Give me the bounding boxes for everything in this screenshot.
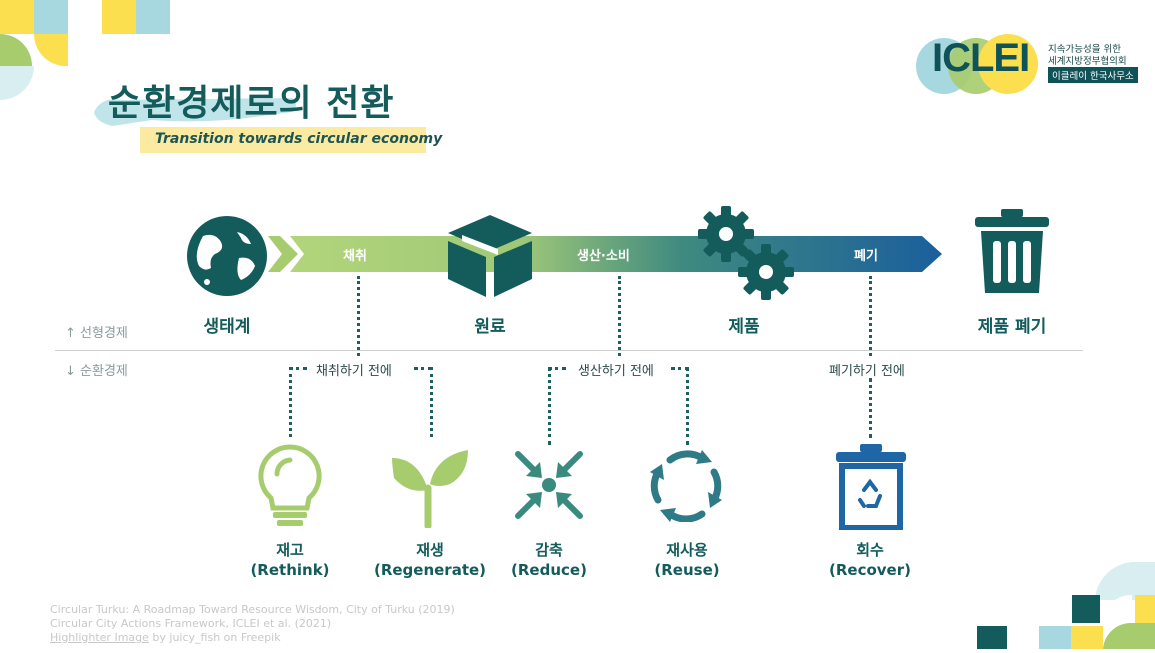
- gears-icon: [696, 204, 800, 304]
- page-title: 순환경제로의 전환: [108, 83, 395, 124]
- subtitle-highlight: [140, 127, 426, 153]
- arrow-chevron: [268, 236, 298, 272]
- strategy-reduce-en: (Reduce): [511, 561, 587, 579]
- recycle-bin-icon: [834, 442, 908, 531]
- branch-reuse-h: [671, 367, 689, 370]
- logo-tagline-2: 세계지방정부협의회: [1048, 56, 1127, 67]
- node-product: 제품: [728, 317, 760, 337]
- connector-disposal: [869, 276, 872, 356]
- branch-regenerate-v: [430, 367, 433, 437]
- strategy-regenerate-ko: 재생: [416, 541, 444, 559]
- before-extraction-label: 채취하기 전에: [316, 364, 392, 379]
- strategy-recover-label: 회수 (Recover): [795, 540, 945, 580]
- branch-reuse-v: [686, 367, 689, 445]
- logo-circles: [916, 34, 1038, 94]
- stage-extraction: 채취: [343, 249, 367, 264]
- globe-icon: [185, 214, 269, 298]
- reduce-arrows-icon: [514, 450, 584, 520]
- linear-flow-head-left: [268, 236, 298, 272]
- title-highlighter: [92, 90, 302, 130]
- circular-economy-label: ↓ 순환경제: [65, 364, 128, 379]
- sprout-icon: [388, 444, 472, 530]
- strategy-rethink-ko: 재고: [276, 541, 304, 559]
- logo-office: 이클레이 한국사무소: [1048, 67, 1138, 83]
- page-subtitle: Transition towards circular economy: [155, 131, 443, 147]
- reuse-arrows-icon: [650, 450, 722, 523]
- divider-line: [55, 350, 1083, 351]
- branch-reduce-h: [548, 367, 566, 370]
- corner-decoration-top-left: [0, 0, 200, 100]
- branch-rethink-v: [289, 367, 292, 437]
- node-product-disposal: 제품 폐기: [977, 317, 1047, 337]
- strategy-regenerate-label: 재생 (Regenerate): [355, 540, 505, 580]
- strategy-reuse-en: (Reuse): [654, 561, 720, 579]
- stage-disposal: 폐기: [854, 249, 878, 264]
- connector-production: [618, 276, 621, 356]
- connector-extraction: [357, 276, 360, 356]
- corner-decoration-bottom-right: [975, 560, 1155, 649]
- before-disposal-label: 폐기하기 전에: [829, 364, 905, 379]
- box-icon: [442, 211, 538, 299]
- node-ecosystem: 생태계: [203, 317, 251, 337]
- credit-line-1: Circular Turku: A Roadmap Toward Resourc…: [50, 603, 455, 616]
- node-raw-material: 원료: [474, 317, 506, 337]
- credit-line-2: Circular City Actions Framework, ICLEI e…: [50, 617, 332, 630]
- branch-reduce-v: [548, 367, 551, 445]
- trash-icon: [973, 207, 1051, 297]
- credit-highlighter-link[interactable]: Highlighter Image: [50, 631, 149, 644]
- strategy-reuse-label: 재사용 (Reuse): [612, 540, 762, 580]
- logo-tagline-1: 지속가능성을 위한: [1048, 44, 1121, 55]
- stage-production: 생산·소비: [577, 249, 630, 264]
- strategy-recover-en: (Recover): [829, 561, 911, 579]
- lightbulb-icon: [257, 444, 323, 528]
- credit-freepik-text: by juicy_fish on Freepik: [148, 631, 281, 644]
- strategy-regenerate-en: (Regenerate): [373, 561, 487, 579]
- strategy-reduce-ko: 감축: [535, 541, 563, 559]
- strategy-rethink-en: (Rethink): [250, 561, 330, 579]
- branch-recover-v: [869, 378, 872, 438]
- branch-regenerate-h: [414, 367, 432, 370]
- corner-shapes: [977, 561, 1155, 649]
- strategy-recover-ko: 회수: [856, 541, 884, 559]
- strategy-reduce-label: 감축 (Reduce): [474, 540, 624, 580]
- strategy-reuse-ko: 재사용: [666, 541, 708, 559]
- iclei-logo: [916, 32, 1042, 96]
- before-production-label: 생산하기 전에: [578, 364, 654, 379]
- corner-shapes: [0, 0, 170, 100]
- strategy-rethink-label: 재고 (Rethink): [215, 540, 365, 580]
- highlighter-brush: [94, 98, 296, 126]
- credit-line-3: Highlighter Image by juicy_fish on Freep…: [50, 631, 281, 644]
- branch-rethink-h: [289, 367, 307, 370]
- logo-wordmark: ICLEI: [932, 36, 1030, 80]
- linear-economy-label: ↑ 선형경제: [65, 326, 128, 341]
